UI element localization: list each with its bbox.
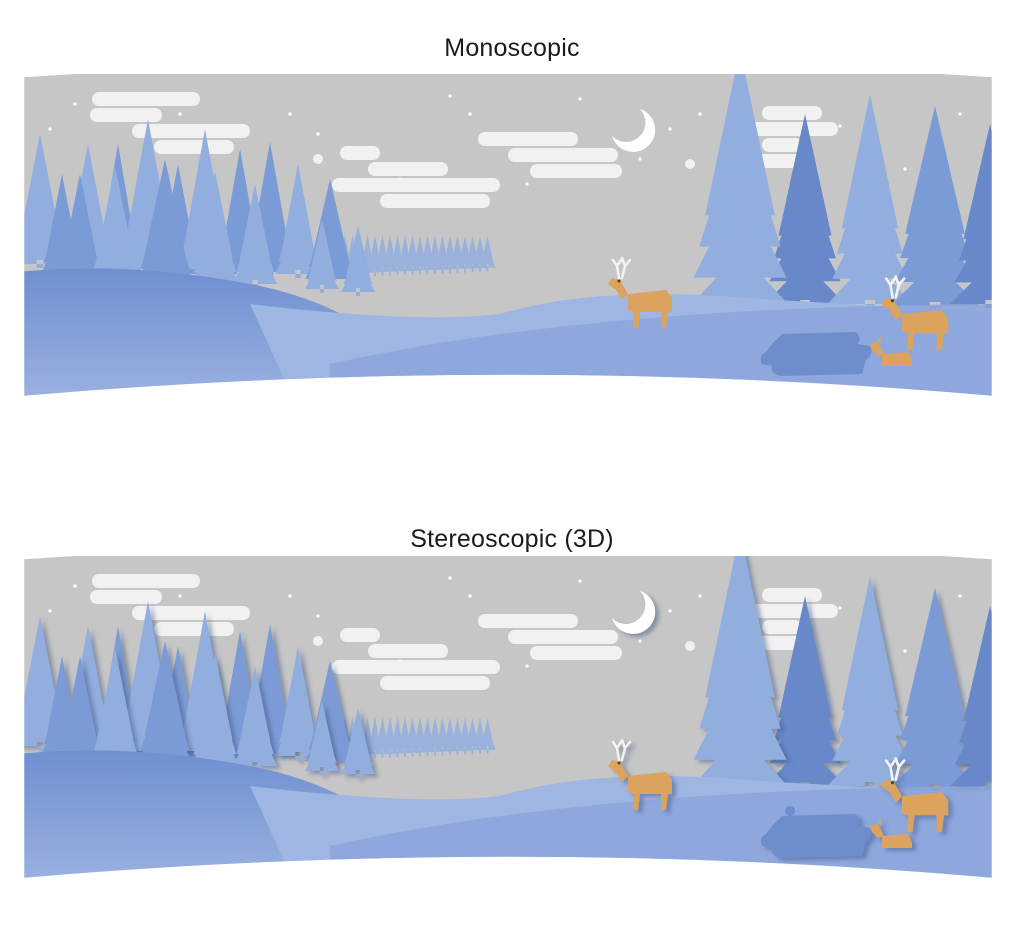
cloud	[90, 574, 250, 636]
pond-ripple	[785, 806, 795, 816]
pine-tree	[190, 171, 240, 290]
star	[316, 614, 320, 618]
right-forest	[687, 556, 992, 795]
left-forest-front	[56, 159, 375, 296]
pine-tree	[687, 556, 793, 795]
star	[685, 641, 695, 651]
star	[685, 159, 695, 169]
star	[288, 594, 292, 598]
pine-tree	[687, 74, 793, 313]
star	[838, 124, 842, 128]
star	[698, 594, 702, 598]
star	[525, 182, 529, 186]
star	[73, 584, 77, 588]
pine-tree	[89, 166, 141, 290]
star	[178, 594, 182, 598]
pine-tree	[190, 653, 240, 772]
star	[525, 664, 529, 668]
star	[313, 636, 323, 646]
star	[468, 112, 472, 116]
cloud	[332, 628, 500, 690]
star	[698, 112, 702, 116]
scene-content	[24, 556, 992, 878]
deer-icon	[608, 256, 672, 328]
crescent-moon-icon	[612, 591, 656, 634]
scene-content	[24, 74, 992, 396]
fawn-icon	[870, 336, 912, 366]
star	[668, 609, 672, 613]
star	[578, 579, 582, 583]
star	[178, 112, 182, 116]
pine-tree	[765, 114, 845, 308]
pine-tree	[765, 596, 845, 790]
pine-tree	[136, 159, 194, 288]
pine-tree	[56, 174, 104, 288]
star	[48, 609, 52, 613]
pine-tree	[341, 226, 375, 296]
pine-tree	[233, 184, 277, 288]
cloud	[478, 614, 622, 660]
star	[448, 576, 452, 580]
deer-icon	[608, 738, 672, 810]
pine-tree	[275, 164, 321, 278]
pine-tree	[827, 576, 913, 790]
crescent-moon-icon	[612, 109, 656, 152]
star	[638, 157, 642, 161]
pine-tree	[827, 94, 913, 308]
star	[903, 649, 907, 653]
panel-title-monoscopic: Monoscopic	[444, 34, 580, 62]
star	[668, 127, 672, 131]
pine-tree	[136, 641, 194, 770]
cloud	[332, 146, 500, 208]
scene-monoscopic	[23, 74, 993, 397]
pine-tree	[341, 708, 375, 778]
panel-title-stereoscopic: Stereoscopic (3D)	[410, 525, 614, 553]
star	[288, 112, 292, 116]
pine-tree	[305, 219, 339, 293]
star	[448, 94, 452, 98]
cloud	[90, 92, 250, 154]
pine-tree	[275, 646, 321, 760]
deer-icon	[881, 757, 949, 832]
pine-tree	[479, 718, 496, 754]
pine-tree	[305, 701, 339, 775]
left-forest-front	[56, 641, 375, 778]
pine-tree	[89, 648, 141, 772]
pine-tree	[950, 124, 992, 308]
pine-tree	[479, 236, 496, 272]
cloud	[478, 132, 622, 178]
fawn-icon	[870, 818, 912, 848]
star	[578, 97, 582, 101]
star	[958, 112, 962, 116]
pine-tree	[950, 606, 992, 790]
pine-tree	[890, 588, 980, 792]
right-forest	[687, 74, 992, 313]
pine-tree	[56, 656, 104, 770]
star	[468, 594, 472, 598]
star	[958, 594, 962, 598]
star	[638, 639, 642, 643]
deer-icon	[881, 275, 949, 350]
star	[903, 167, 907, 171]
star	[313, 154, 323, 164]
pond	[760, 332, 872, 376]
pine-tree	[233, 666, 277, 770]
star	[73, 102, 77, 106]
pine-tree	[890, 106, 980, 310]
star	[316, 132, 320, 136]
star	[48, 127, 52, 131]
scene-frame	[23, 556, 993, 879]
star	[838, 606, 842, 610]
stars	[48, 94, 987, 186]
scene-frame	[23, 74, 993, 397]
scene-stereoscopic	[23, 556, 993, 879]
pond	[760, 814, 872, 858]
